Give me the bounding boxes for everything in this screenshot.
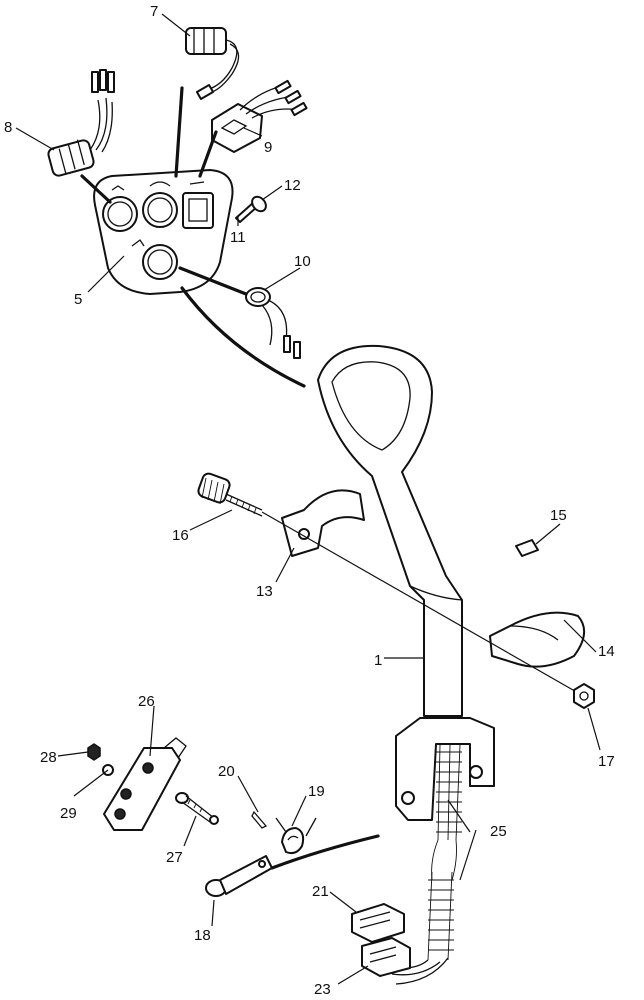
nut-28	[87, 743, 101, 761]
callout-14: 14	[598, 643, 615, 660]
callout-28: 28	[40, 749, 57, 766]
bulb-11-12	[235, 195, 267, 223]
callout-29: 29	[60, 805, 77, 822]
callout-5: 5	[74, 291, 82, 308]
connector-10	[245, 287, 301, 359]
leader-lines	[15, 13, 601, 985]
callout-7: 7	[150, 3, 158, 20]
callout-19: 19	[308, 783, 325, 800]
callout-21: 21	[312, 883, 329, 900]
clamp-14	[489, 611, 585, 668]
assembly-arrows	[80, 86, 306, 388]
assembly-arrow-pin	[270, 834, 380, 870]
cotter-pin-20	[251, 810, 268, 829]
callout-11: 11	[230, 229, 246, 246]
callout-27: 27	[166, 849, 183, 866]
microswitch-26	[103, 737, 187, 831]
callout-20: 20	[218, 763, 235, 780]
callout-1: 1	[374, 652, 382, 669]
callout-10: 10	[294, 253, 311, 270]
nut-17	[573, 683, 595, 709]
clip-15	[515, 539, 539, 557]
callout-16: 16	[172, 527, 189, 544]
axis-line	[261, 511, 581, 695]
callouts: 1 5 7 8 9 10 11 12 13 14 15 16 17 18 19 …	[4, 3, 615, 998]
spring-19	[275, 817, 317, 855]
lever-handle	[317, 344, 495, 821]
connector-7	[185, 27, 240, 100]
callout-18: 18	[194, 927, 211, 944]
connector-23	[361, 937, 411, 977]
connector-8	[47, 69, 115, 177]
connector-21	[351, 903, 405, 943]
pin-18	[205, 855, 273, 897]
clamp-13	[281, 489, 365, 557]
switch-panel	[93, 169, 234, 295]
callout-26: 26	[138, 693, 155, 710]
callout-12: 12	[284, 177, 301, 194]
connector-9	[211, 79, 308, 153]
callout-15: 15	[550, 507, 567, 524]
callout-9: 9	[264, 139, 272, 156]
callout-8: 8	[4, 119, 12, 136]
callout-23: 23	[314, 981, 331, 998]
bolt-27	[175, 792, 219, 825]
callout-13: 13	[256, 583, 273, 600]
callout-25: 25	[490, 823, 507, 840]
knob-screw-16	[197, 472, 263, 517]
callout-17: 17	[598, 753, 615, 770]
